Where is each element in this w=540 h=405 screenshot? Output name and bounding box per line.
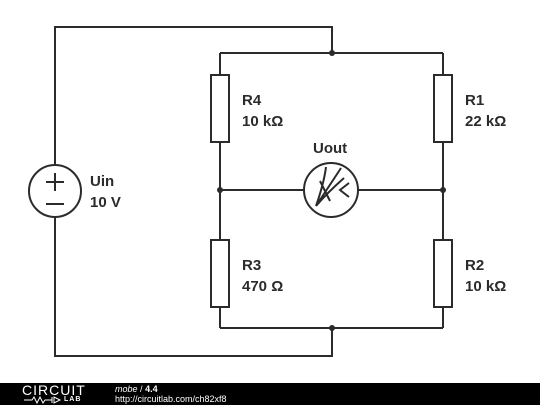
- resistor-r4[interactable]: [210, 74, 230, 143]
- junction-left: [217, 187, 223, 193]
- resistor-r3[interactable]: [210, 239, 230, 308]
- r1-value: 22 kΩ: [465, 113, 506, 130]
- footer-separator: /: [140, 384, 143, 394]
- circuitlab-logo-subtext: LAB: [64, 396, 82, 403]
- wire-source-top: [54, 26, 333, 165]
- r4-name: R4: [242, 92, 262, 109]
- meter-scale-icon: [315, 166, 345, 207]
- r2-value: 10 kΩ: [465, 278, 506, 295]
- r3-name: R3: [242, 257, 261, 274]
- source-name: Uin: [90, 173, 114, 190]
- circuit-version: 4.4: [145, 384, 158, 394]
- r4-value: 10 kΩ: [242, 113, 283, 130]
- footer-bar: CIRCUIT LAB mobe / 4.4 http://circuitlab…: [0, 383, 540, 405]
- meter-arrow-icon: [338, 182, 350, 198]
- junctions: [217, 50, 446, 331]
- resistor-wave-icon: [24, 396, 62, 404]
- source-value: 10 V: [90, 194, 121, 211]
- wires: [54, 26, 444, 357]
- r1-name: R1: [465, 92, 484, 109]
- circuit-url-link[interactable]: http://circuitlab.com/ch82xf8: [115, 394, 227, 404]
- resistor-r1[interactable]: [433, 74, 453, 143]
- wire-source-bottom: [54, 218, 333, 357]
- r2-name: R2: [465, 257, 484, 274]
- circuitlab-logo-text[interactable]: CIRCUIT: [22, 382, 86, 398]
- circuit-diagram: Uin 10 V R4 10 kΩ R1 22 kΩ R3 470 Ω R2 1…: [28, 26, 506, 357]
- junction-bottom: [329, 325, 335, 331]
- junction-top: [329, 50, 335, 56]
- r3-value: 470 Ω: [242, 278, 283, 295]
- voltmeter[interactable]: [303, 162, 359, 218]
- voltage-source[interactable]: [28, 164, 82, 218]
- junction-right: [440, 187, 446, 193]
- meter-name: Uout: [313, 140, 347, 157]
- author-name[interactable]: mobe: [115, 384, 138, 394]
- footer-author-line: mobe / 4.4: [115, 384, 158, 395]
- resistor-r2[interactable]: [433, 239, 453, 308]
- plus-icon: [46, 173, 64, 191]
